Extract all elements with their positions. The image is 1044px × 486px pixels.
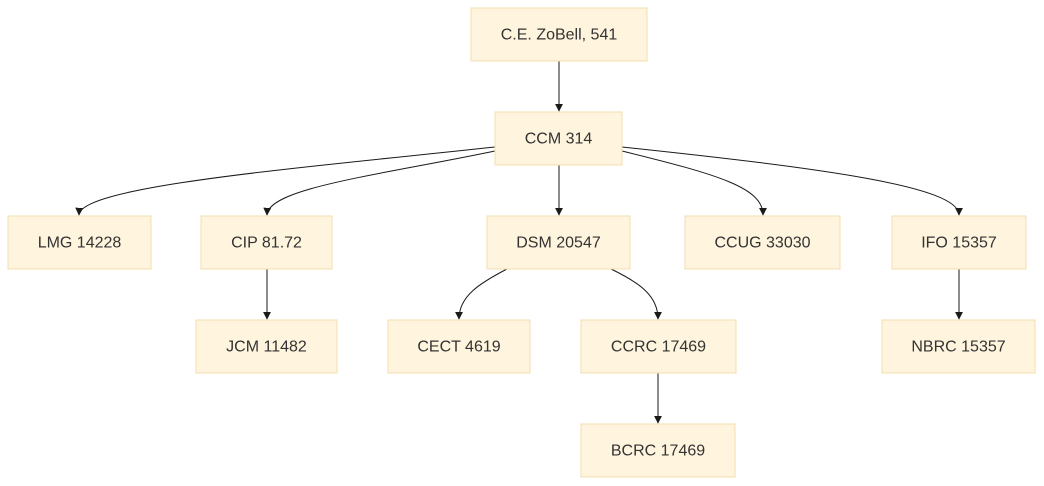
node-box (580, 423, 736, 478)
edge-ccm-to-ifo (621, 146, 963, 216)
node-box (881, 319, 1036, 374)
node-label: CCUG 33030 (714, 235, 810, 252)
edge-dsm-to-cect (455, 268, 508, 320)
node-box (891, 215, 1027, 270)
node-dsm: DSM 20547 (486, 215, 631, 270)
node-label: IFO 15357 (921, 235, 997, 252)
node-box (684, 215, 841, 270)
edge-ccm-to-cip (263, 150, 496, 216)
edge-ccm-to-ccug (621, 150, 767, 216)
edge-dsm-to-ccrc (610, 268, 662, 320)
node-box (580, 319, 737, 374)
node-label: CCRC 17469 (611, 339, 706, 356)
node-jcm: JCM 11482 (195, 319, 338, 374)
node-ccm: CCM 314 (494, 111, 623, 166)
node-label: CCM 314 (525, 131, 593, 148)
node-box (200, 215, 333, 270)
edge-ccm-to-lmg (75, 146, 496, 216)
node-label: LMG 14228 (38, 235, 122, 252)
node-zobell: C.E. ZoBell, 541 (470, 7, 648, 62)
node-box (7, 215, 152, 270)
node-ccrc: CCRC 17469 (580, 319, 737, 374)
node-cip: CIP 81.72 (200, 215, 333, 270)
node-label: BCRC 17469 (611, 443, 705, 460)
node-label: JCM 11482 (226, 339, 307, 356)
node-box (494, 111, 623, 166)
node-box (486, 215, 631, 270)
node-label: CIP 81.72 (231, 235, 302, 252)
edges-layer (75, 61, 963, 424)
node-cect: CECT 4619 (387, 319, 531, 374)
node-label: C.E. ZoBell, 541 (501, 27, 618, 44)
node-box (387, 319, 531, 374)
node-label: NBRC 15357 (911, 339, 1005, 356)
node-label: CECT 4619 (417, 339, 500, 356)
node-nbrc: NBRC 15357 (881, 319, 1036, 374)
node-lmg: LMG 14228 (7, 215, 152, 270)
node-ccug: CCUG 33030 (684, 215, 841, 270)
node-bcrc: BCRC 17469 (580, 423, 736, 478)
node-label: DSM 20547 (516, 235, 601, 252)
node-box (470, 7, 648, 62)
node-ifo: IFO 15357 (891, 215, 1027, 270)
node-box (195, 319, 338, 374)
